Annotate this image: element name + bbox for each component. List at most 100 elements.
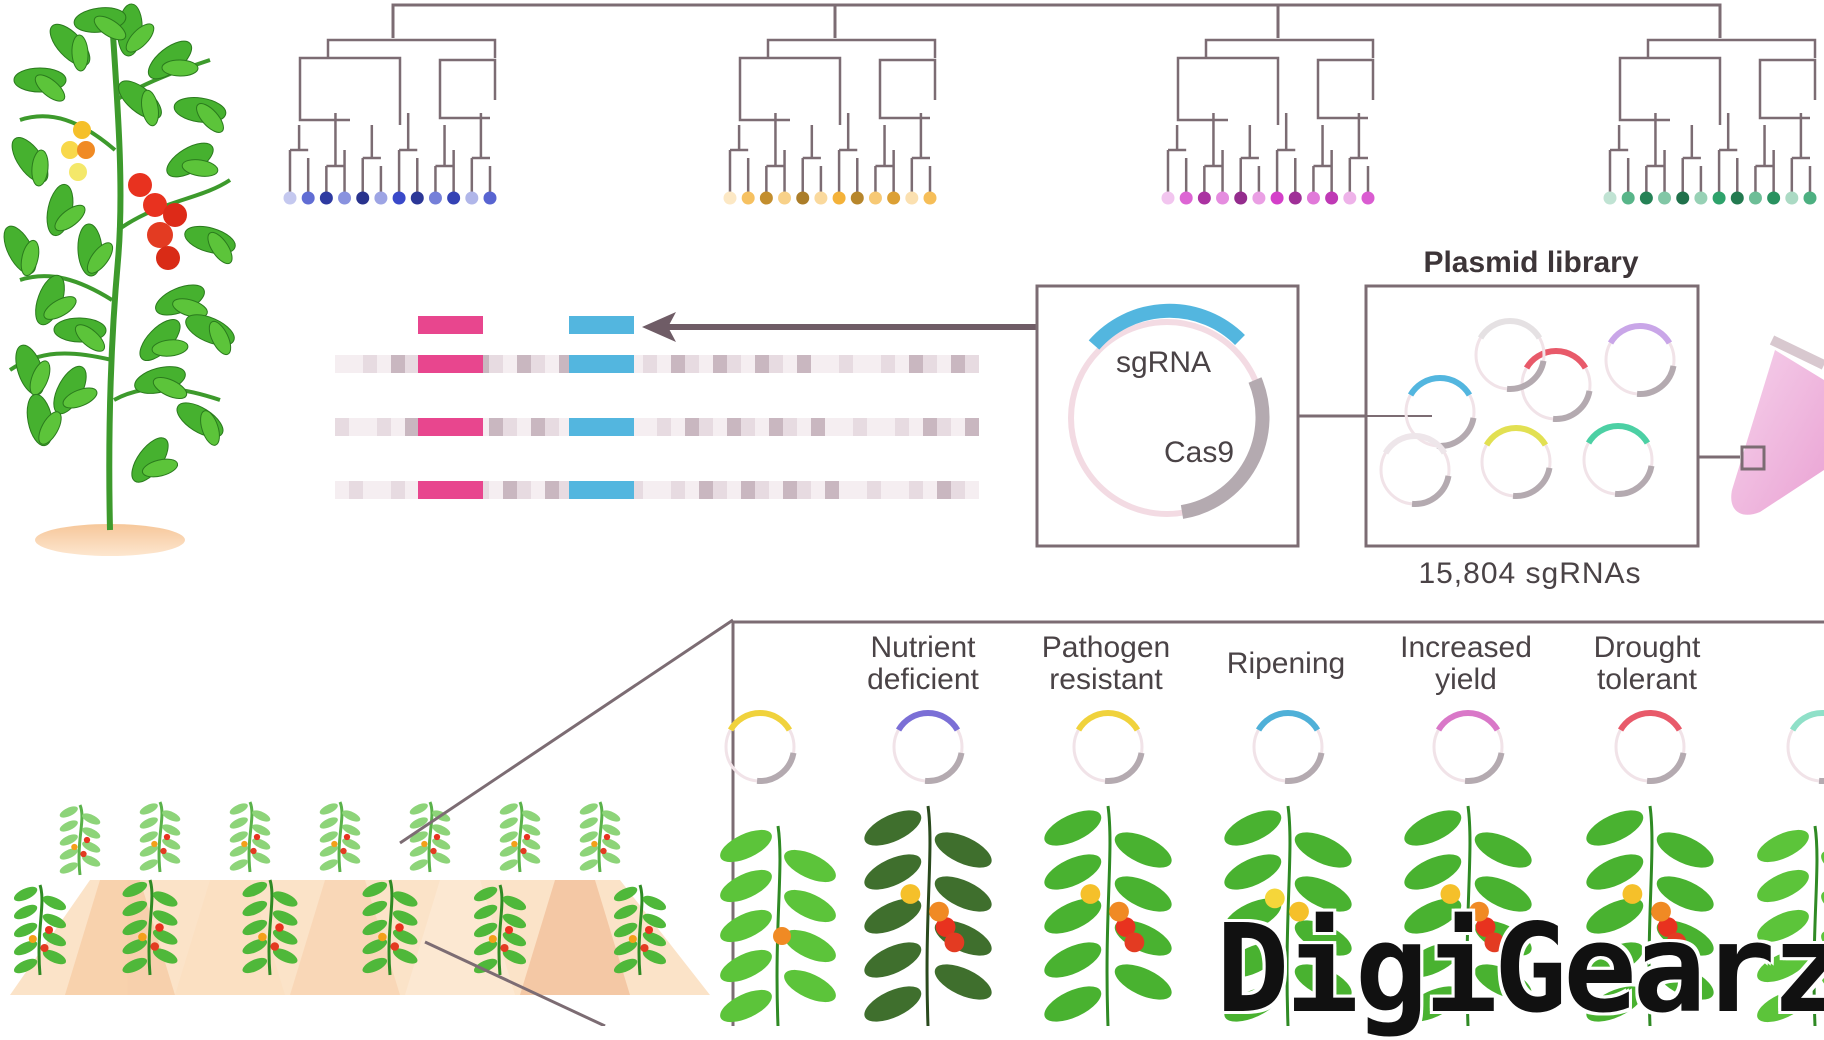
plant-leaf — [152, 929, 178, 945]
tree-leaf-dot — [887, 191, 901, 205]
plasmid-guide-cassette — [1075, 710, 1141, 732]
guide-cyan-top — [569, 316, 634, 334]
trait-plant-partial — [1757, 825, 1824, 1026]
plasmid-cas9-cassette — [1464, 752, 1505, 784]
trait-label-line1: Drought — [1593, 631, 1701, 664]
track-segment — [377, 481, 391, 499]
plasmid-guide-cassette — [1789, 710, 1824, 732]
tree-leaf-dot — [465, 191, 479, 205]
plant-leaf — [522, 852, 541, 864]
trait-label-line2: Ripening — [1226, 647, 1346, 680]
track-segment — [881, 481, 895, 499]
plant-leaf — [252, 852, 271, 864]
plasmid-library-box — [1364, 284, 1740, 548]
tree-leaf-dot — [1270, 191, 1284, 205]
trait-plasmid — [892, 710, 965, 784]
plant-fruit — [160, 847, 167, 855]
plant-leaf — [31, 149, 49, 187]
plasmid-backbone — [1786, 711, 1824, 783]
plant-leaf — [409, 859, 428, 871]
plant-fruit — [511, 840, 518, 848]
track-segment — [363, 481, 377, 499]
plasmid-guide-cassette — [1435, 710, 1501, 732]
plant-leaf — [1114, 964, 1172, 1000]
plant-leaf — [272, 948, 298, 964]
plant-leaf — [1586, 942, 1644, 978]
plant-fruit — [155, 923, 164, 932]
track-segment — [377, 418, 391, 436]
plant-leaf — [13, 940, 38, 956]
plant-leaf — [319, 859, 338, 871]
plant-fruit — [1109, 901, 1129, 922]
track-segment — [727, 418, 741, 436]
plant-leaf — [864, 854, 922, 890]
plant-leaf — [172, 298, 208, 318]
track-segment — [937, 418, 951, 436]
field-plant-front — [362, 879, 418, 976]
zoom-line-lower — [424, 940, 606, 1026]
plant-leaf — [522, 824, 541, 836]
plant-fruit — [1264, 888, 1285, 909]
plant-fruit — [331, 840, 338, 848]
plant-leaf — [579, 831, 598, 843]
trait-plant-increased-yield — [1404, 805, 1532, 1026]
track-segment — [713, 481, 727, 499]
genome-track — [335, 355, 979, 373]
tree-leaf-dots — [283, 191, 497, 205]
plant-fruit — [1115, 917, 1136, 937]
tree-leaf-dot — [1216, 191, 1230, 205]
tree-leaf-dot — [759, 191, 773, 205]
plant-leaf — [1586, 854, 1644, 890]
track-segment — [657, 418, 671, 436]
tree-leaf-dot — [796, 191, 810, 205]
plant-leaf — [122, 881, 148, 898]
plant-fruit — [138, 932, 147, 942]
plant-stem — [597, 801, 604, 873]
plant-leaf — [59, 806, 78, 818]
plant-stem — [1465, 805, 1472, 1026]
plant-leaf — [122, 957, 148, 974]
plant-leaf — [864, 810, 922, 846]
plant-leaf — [200, 410, 220, 446]
field-plant-front — [13, 884, 67, 976]
tomato-plant-large — [3, 3, 236, 556]
track-segment — [839, 418, 853, 436]
plant-leaf — [613, 886, 638, 902]
plant-leaf — [1586, 898, 1644, 934]
plant-stem — [1812, 825, 1819, 1026]
tree-leaf-dot — [1621, 191, 1635, 205]
plant-leaf — [409, 831, 428, 843]
field-plant-back — [139, 801, 181, 873]
plant-leaf — [1044, 898, 1102, 934]
track-segment — [503, 355, 517, 373]
trait-label-line2: deficient — [867, 662, 979, 696]
plant-leaf — [139, 817, 158, 829]
plant-fruit — [1475, 917, 1496, 937]
plant-leaf — [42, 931, 67, 947]
plant-leaf — [602, 810, 621, 822]
track-segment — [391, 481, 405, 499]
plant-leaf — [141, 89, 159, 127]
tree-leaf-dot — [1694, 191, 1708, 205]
track-segment — [727, 481, 741, 499]
plasmid-guide-cassette — [1477, 318, 1543, 340]
plant-leaf — [1114, 832, 1172, 868]
tree-leaf-dot — [1343, 191, 1357, 205]
track-segment — [377, 355, 391, 373]
track-segment — [909, 481, 923, 499]
tree-leaf-dot — [814, 191, 828, 205]
plant-leaf — [784, 889, 836, 923]
track-segment — [405, 481, 419, 499]
plant-stem — [637, 884, 644, 976]
plant-leaf — [1224, 854, 1282, 890]
plant-leaf — [151, 339, 189, 357]
tree-leaf-dot — [1803, 191, 1817, 205]
plant-fruit — [603, 833, 611, 841]
track-segment — [937, 355, 951, 373]
trait-label-line2: tolerant — [1596, 662, 1698, 696]
plant-fruit — [644, 925, 654, 935]
track-segment — [881, 355, 895, 373]
plant-leaf — [272, 891, 298, 907]
plant-leaf — [161, 59, 199, 77]
plant-fruit — [340, 847, 347, 855]
